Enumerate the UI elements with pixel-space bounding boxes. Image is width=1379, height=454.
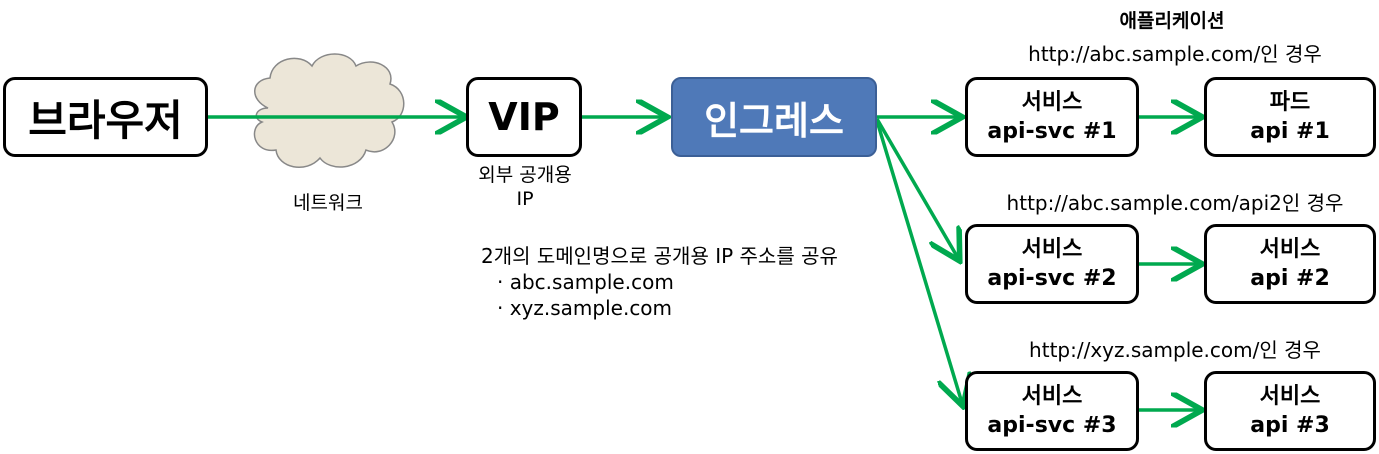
vip-label: VIP — [488, 95, 560, 139]
ingress-box: 인그레스 — [671, 77, 877, 157]
route-3-condition: http://xyz.sample.com/인 경우 — [1029, 338, 1321, 362]
service-box-1: 서비스 api-svc #1 — [965, 77, 1139, 157]
route-2-condition: http://abc.sample.com/api2인 경우 — [1006, 191, 1344, 215]
vip-caption: 외부 공개용 IP — [452, 163, 598, 211]
vip-caption-line2: IP — [516, 188, 534, 210]
service-box-3: 서비스 api-svc #3 — [965, 371, 1139, 451]
ingress-label: 인그레스 — [704, 98, 844, 143]
arrow-ingress-to-service-3 — [875, 120, 962, 403]
note-line3: · xyz.sample.com — [497, 296, 673, 320]
network-label: 네트워크 — [293, 192, 363, 214]
service-box-2: 서비스 api-svc #2 — [965, 224, 1139, 304]
browser-label: 브라우저 — [28, 95, 183, 145]
target-3-line1: 서비스 — [1259, 384, 1321, 409]
note-line2: · abc.sample.com — [497, 270, 674, 294]
target-1-line1: 파드 — [1269, 90, 1311, 115]
target-box-3: 서비스 api #3 — [1204, 371, 1376, 451]
vip-box: VIP — [466, 77, 582, 157]
route-1-condition: http://abc.sample.com/인 경우 — [1028, 42, 1322, 66]
service-1-line1: 서비스 — [1021, 90, 1083, 115]
network-cloud-icon — [253, 53, 405, 168]
shared-ip-note: 2개의 도메인명으로 공개용 IP 주소를 공유 · abc.sample.co… — [481, 243, 838, 321]
arrow-ingress-to-service-2 — [875, 118, 958, 258]
target-box-1: 파드 api #1 — [1204, 77, 1376, 157]
service-3-line2: api-svc #3 — [987, 413, 1117, 438]
vip-caption-line1: 외부 공개용 — [478, 164, 572, 186]
service-1-line2: api-svc #1 — [987, 119, 1117, 144]
target-1-line2: api #1 — [1250, 119, 1330, 144]
target-box-2: 서비스 api #2 — [1204, 224, 1376, 304]
target-3-line2: api #3 — [1250, 413, 1330, 438]
application-title: 애플리케이션 — [1119, 10, 1225, 32]
service-3-line1: 서비스 — [1021, 384, 1083, 409]
target-2-line1: 서비스 — [1259, 237, 1321, 262]
note-line1: 2개의 도메인명으로 공개용 IP 주소를 공유 — [481, 244, 838, 268]
service-2-line2: api-svc #2 — [987, 266, 1117, 291]
service-2-line1: 서비스 — [1021, 237, 1083, 262]
browser-box: 브라우저 — [3, 77, 208, 157]
target-2-line2: api #2 — [1250, 266, 1330, 291]
